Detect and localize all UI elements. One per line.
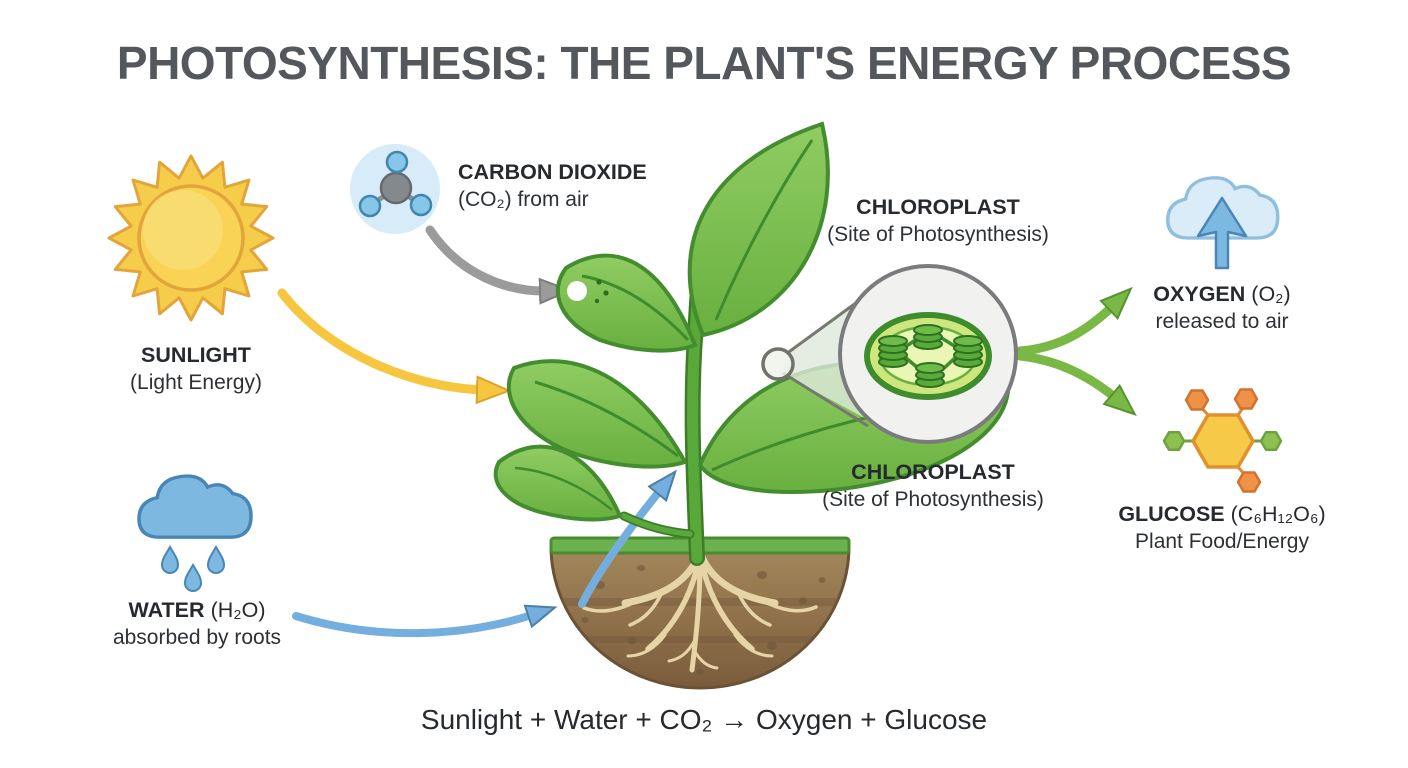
soil-to-stem-arrow (578, 469, 677, 608)
label-sunlight: SUNLIGHT (Light Energy) (61, 341, 331, 396)
chloroplast-bottom-name: CHLOROPLAST (851, 460, 1015, 484)
leaf-bitten (555, 253, 698, 353)
chloroplast-top-name: CHLOROPLAST (856, 195, 1020, 219)
carbon-dioxide-name: CARBON DIOXIDE (458, 160, 647, 184)
oxygen-name: OXYGEN (1153, 282, 1246, 306)
sunlight-detail: (Light Energy) (130, 371, 262, 394)
oxygen-up-arrow-icon (1196, 196, 1248, 270)
page-title: PHOTOSYNTHESIS: THE PLANT'S ENERGY PROCE… (116, 37, 1292, 89)
glucose-formula: (C₆H₁₂O₆) (1230, 502, 1326, 526)
sunlight-to-leaf-arrow (277, 288, 512, 405)
water-formula: (H₂O) (210, 598, 266, 622)
water-detail: absorbed by roots (112, 626, 282, 649)
magnifier-focus-circle (761, 347, 795, 381)
label-chloroplast-top: CHLOROPLAST (Site of Photosynthesis) (793, 193, 1083, 248)
leaf-bite-notch (567, 281, 587, 301)
label-glucose: GLUCOSE(C₆H₁₂O₆) Plant Food/Energy (1072, 500, 1372, 555)
label-water: WATER(H₂O) absorbed by roots (57, 596, 337, 651)
chloroplast-to-oxygen-arrow (1015, 286, 1133, 356)
grana-stacks (878, 324, 983, 388)
co2-to-leaf-arrow (425, 225, 573, 305)
glucose-molecule-icon (1162, 388, 1283, 493)
glucose-name: GLUCOSE (1118, 502, 1225, 526)
chloroplast-icon (864, 312, 992, 400)
carbon-dioxide-detail: (CO₂) from air (458, 188, 589, 211)
chloroplast-bottom-detail: (Site of Photosynthesis) (822, 488, 1044, 511)
sun-icon (107, 154, 275, 322)
rain-cloud-icon (137, 474, 253, 592)
label-carbon-dioxide: CARBON DIOXIDE (CO₂) from air (458, 158, 738, 213)
leaf-lower-left (493, 444, 623, 522)
oxygen-detail: released to air (1155, 310, 1289, 333)
oxygen-formula: (O₂) (1251, 282, 1291, 306)
oxygen-cloud-icon (1166, 176, 1280, 270)
chloroplast-to-glucose-arrow (1015, 351, 1137, 416)
water-name: WATER (128, 598, 205, 622)
magnifier-callout (761, 264, 1018, 444)
label-oxygen: OXYGEN(O₂) released to air (1077, 280, 1367, 335)
co2-molecule-icon (350, 144, 440, 234)
photosynthesis-equation: Sunlight + Water + CO₂ → Oxygen + Glucos… (420, 704, 988, 735)
soil-icon (549, 536, 851, 690)
chloroplast-top-detail: (Site of Photosynthesis) (827, 223, 1049, 246)
label-chloroplast-bottom: CHLOROPLAST (Site of Photosynthesis) (788, 458, 1078, 513)
glucose-detail: Plant Food/Energy (1135, 530, 1309, 553)
water-to-soil-arrow (292, 604, 558, 638)
sunlight-name: SUNLIGHT (141, 343, 251, 367)
